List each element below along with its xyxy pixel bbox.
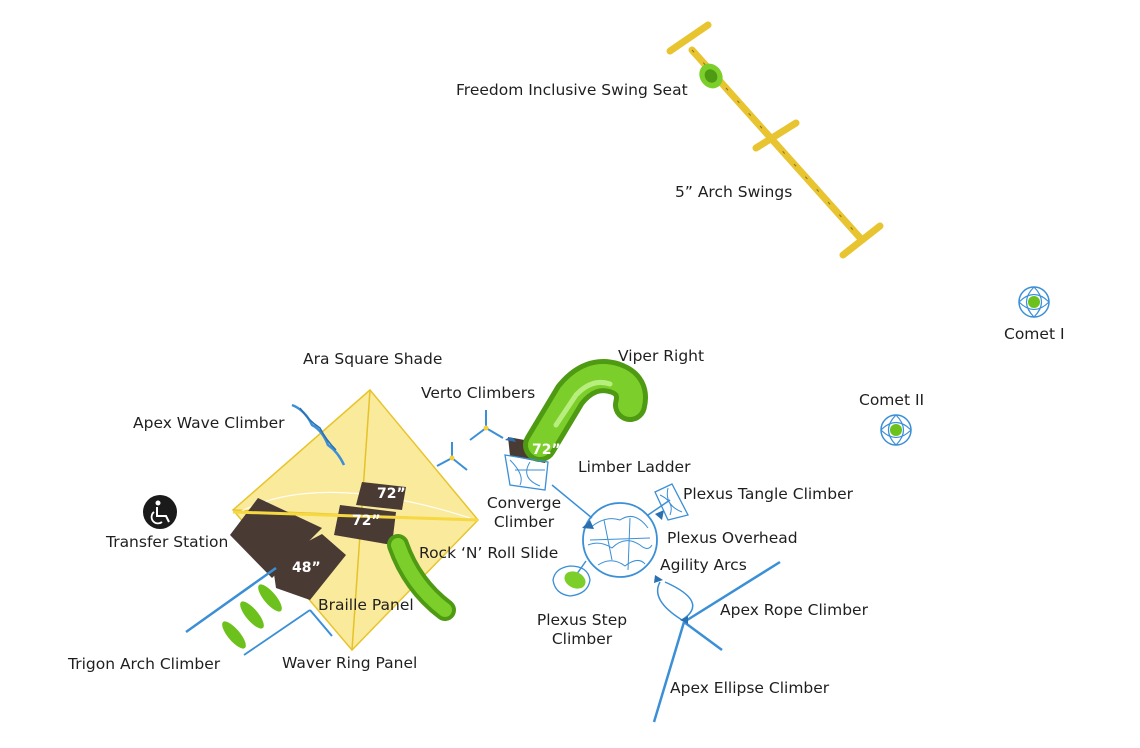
- comet-1-shape: [1018, 286, 1050, 318]
- label-agility-arcs: Agility Arcs: [660, 556, 747, 574]
- label-viper-right: Viper Right: [618, 347, 705, 365]
- label-braille-panel: Braille Panel: [318, 596, 414, 614]
- label-ara-square-shade: Ara Square Shade: [303, 350, 443, 368]
- label-transfer-station: Transfer Station: [106, 533, 229, 551]
- plexus-step-climber-shape: [552, 565, 591, 597]
- swing-end-leg-top: [666, 21, 712, 55]
- verto-climbers-shape: [436, 410, 516, 471]
- label-comet-1: Comet I: [1004, 325, 1065, 343]
- label-arch-swings: 5” Arch Swings: [675, 183, 793, 201]
- apex-ellipse-climber-shape: [652, 621, 686, 723]
- swing-set: [666, 21, 884, 259]
- label-plexus-step-climber: Plexus Step Climber: [534, 611, 630, 648]
- label-limber-ladder: Limber Ladder: [578, 458, 691, 476]
- deck-height-72-upper: 72”: [377, 486, 406, 502]
- wheelchair-transfer-icon: [143, 495, 177, 529]
- swing-end-leg-bottom: [839, 222, 884, 259]
- label-plexus-tangle-climber: Plexus Tangle Climber: [683, 485, 854, 503]
- plexus-overhead-shape: [551, 484, 671, 583]
- apex-rope-climber-shape: [680, 560, 781, 652]
- apex-wave-climber-shape: [291, 403, 346, 466]
- label-apex-wave-climber: Apex Wave Climber: [133, 414, 285, 432]
- label-plexus-overhead: Plexus Overhead: [667, 529, 798, 547]
- converge-climber-shape: [504, 454, 549, 491]
- label-plexus-step-climber-line1: Plexus Step: [536, 611, 628, 629]
- label-freedom-inclusive-swing-seat: Freedom Inclusive Swing Seat: [456, 81, 688, 99]
- agility-arcs-shape: [656, 581, 694, 621]
- deck-height-48: 48”: [292, 560, 321, 576]
- label-apex-ellipse-climber: Apex Ellipse Climber: [670, 679, 830, 697]
- label-apex-rope-climber: Apex Rope Climber: [720, 601, 868, 619]
- play-structure-decks: [230, 437, 552, 600]
- label-converge-climber: Converge Climber: [482, 494, 566, 531]
- freedom-swing-seat-shape: [699, 63, 723, 89]
- viper-right-slide-shape: [523, 359, 648, 462]
- label-plexus-step-climber-line2: Climber: [551, 629, 613, 648]
- label-verto-climbers: Verto Climbers: [421, 384, 536, 402]
- plexus-tangle-climber-shape: [654, 483, 689, 521]
- trigon-arch-climber-shape: [185, 566, 333, 656]
- swing-middle-leg: [752, 119, 800, 152]
- label-trigon-arch-climber: Trigon Arch Climber: [68, 655, 221, 673]
- label-rock-n-roll-slide: Rock ‘N’ Roll Slide: [419, 544, 559, 562]
- label-waver-ring-panel: Waver Ring Panel: [282, 654, 418, 672]
- label-comet-2: Comet II: [859, 391, 925, 409]
- rock-n-roll-slide-shape: [387, 534, 456, 621]
- comet-2-shape: [880, 414, 912, 446]
- deck-height-72-slide: 72”: [532, 442, 561, 458]
- label-converge-climber-line2: Climber: [493, 512, 555, 531]
- deck-height-72-center: 72”: [352, 513, 381, 529]
- label-converge-climber-line1: Converge: [486, 494, 562, 512]
